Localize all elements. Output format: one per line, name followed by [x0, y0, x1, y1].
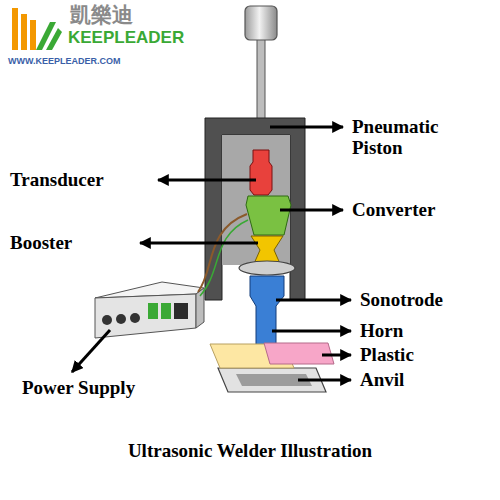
part-label: Transducer	[10, 169, 104, 190]
part-label: Horn	[360, 320, 403, 341]
horn-part	[250, 276, 284, 352]
converter-part	[246, 196, 291, 235]
logo-icon	[12, 8, 62, 50]
supply-cable	[200, 220, 248, 296]
leader-arrow	[72, 330, 110, 372]
logo-url: WWW.KEEPLEADER.COM	[8, 56, 121, 67]
part-label: Sonotrode	[360, 289, 443, 310]
leader-arrows	[72, 127, 351, 380]
logo-bar	[30, 20, 36, 50]
figure-caption: Ultrasonic Welder Illustration	[128, 440, 372, 461]
supply-cable	[198, 214, 247, 292]
part-label: Pneumatic Piston	[352, 116, 470, 158]
leader-arrow	[276, 299, 351, 302]
logo-bar	[12, 8, 18, 50]
leader-arrow	[280, 209, 343, 212]
leader-arrow	[298, 379, 351, 382]
logo-chinese: 凱樂迪	[70, 3, 133, 27]
booster-flange	[239, 261, 295, 275]
part-label: Converter	[352, 199, 435, 220]
supply-knob	[130, 313, 140, 323]
leader-arrow	[140, 242, 258, 245]
leader-arrow	[158, 179, 256, 182]
part-label: Anvil	[360, 369, 404, 390]
pneumatic-cylinder	[245, 6, 277, 40]
logo-brand: KEEPLEADER	[68, 28, 184, 48]
power-supply-unit	[95, 282, 204, 338]
part-label: Plastic	[360, 344, 414, 365]
part-label: Power Supply	[22, 377, 135, 398]
housing-cavity	[222, 135, 290, 265]
logo-slash	[46, 28, 62, 50]
supply-display	[161, 303, 171, 319]
logo-bar	[21, 14, 27, 50]
leader-arrow	[272, 330, 351, 333]
supply-display	[174, 303, 188, 319]
supply-knob	[102, 315, 112, 325]
leader-arrow	[270, 126, 343, 129]
part-label: Booster	[10, 232, 72, 253]
supply-display	[148, 303, 158, 319]
supply-knob	[116, 314, 126, 324]
leader-arrow	[322, 354, 351, 357]
transducer-part	[250, 150, 272, 195]
supply-side	[196, 288, 204, 328]
